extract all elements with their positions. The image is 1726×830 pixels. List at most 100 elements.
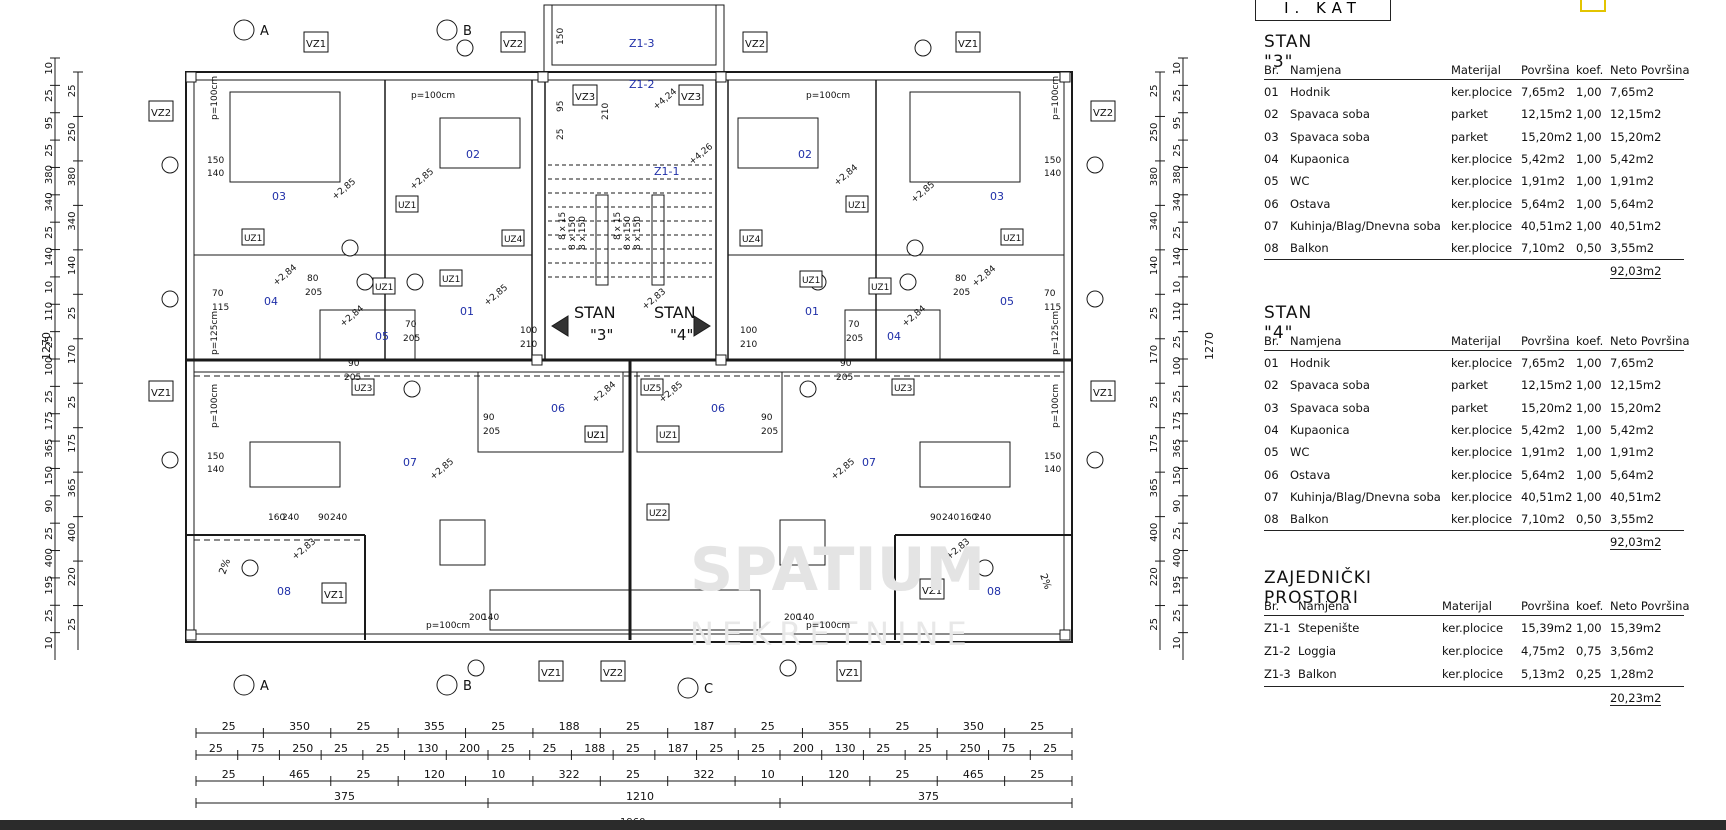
- sill-height: p=100cm: [210, 76, 220, 120]
- elevation-mark: +2,84: [339, 304, 367, 330]
- dim-value: 250: [292, 742, 313, 755]
- apartment-label: STAN: [654, 303, 696, 322]
- column-post: [185, 71, 197, 83]
- grid-bubble: [1086, 156, 1104, 174]
- table-cell: 05: [1264, 445, 1279, 460]
- table-header-cell: Namjena: [1290, 63, 1342, 77]
- dim-value: 25: [1030, 720, 1044, 733]
- table-cell: Kupaonica: [1290, 422, 1350, 437]
- sill-height: p=125cm: [1051, 311, 1061, 355]
- left-dim: 150: [44, 466, 55, 485]
- table-cell: 5,42m2: [1610, 422, 1655, 437]
- table-cell: 04: [1264, 422, 1279, 437]
- table-cell: ker.plocice: [1451, 489, 1513, 504]
- table-cell: Hodnik: [1290, 356, 1331, 370]
- door-tag: UZ1: [587, 431, 605, 441]
- dim-value: 10: [491, 768, 505, 781]
- right-dim: 25: [1172, 226, 1183, 239]
- table-cell: 5,64m2: [1521, 467, 1566, 482]
- right-dim: 170: [1149, 345, 1160, 364]
- right-dim: 380: [1172, 165, 1183, 184]
- stair-label: 8 x 150: [578, 216, 588, 250]
- grid-bubble: [799, 380, 817, 398]
- elevation-mark: +2,85: [429, 457, 457, 482]
- table-cell: Kupaonica: [1290, 151, 1350, 166]
- dim-value: 130: [417, 742, 438, 755]
- door-tag: UZ1: [398, 201, 416, 211]
- left-dim: 140: [44, 247, 55, 266]
- door-tag: UZ4: [742, 235, 761, 245]
- door-tag: UZ1: [1003, 234, 1021, 244]
- dim-value: 375: [918, 790, 939, 803]
- left-dim: 170: [67, 345, 78, 364]
- room-number: 02: [798, 148, 812, 161]
- opening-dim: 210: [740, 340, 757, 350]
- table-header-cell: Materijal: [1451, 63, 1501, 77]
- opening-dim: 210: [520, 340, 537, 350]
- table-cell: 15,39m2: [1521, 621, 1573, 635]
- right-dim: 195: [1172, 575, 1183, 594]
- table-header-cell: Br.: [1264, 63, 1280, 77]
- left-dim: 25: [44, 336, 55, 349]
- right-dim: 250: [1149, 123, 1160, 142]
- table-cell: parket: [1451, 378, 1488, 393]
- table-cell: Ostava: [1290, 467, 1331, 482]
- left-dim: 365: [44, 439, 55, 458]
- grid-bubble: [241, 559, 259, 577]
- table-cell: Z1-1: [1264, 621, 1291, 635]
- table-cell: ker.plocice: [1451, 85, 1513, 99]
- opening-dim: 240: [330, 513, 347, 523]
- table-cell: Z1-2: [1264, 644, 1291, 658]
- top-dim: 95: [556, 101, 566, 112]
- grid-bubble: [779, 659, 797, 677]
- window-tag: VZ3: [681, 92, 701, 103]
- corner-marker-icon: [1580, 0, 1606, 12]
- left-dim: 365: [67, 478, 78, 497]
- room-number: 02: [466, 148, 480, 161]
- table-cell: parket: [1451, 400, 1488, 415]
- opening-dim: 80: [307, 274, 319, 284]
- table-cell: 1,00: [1576, 151, 1602, 166]
- table-header-cell: Namjena: [1290, 334, 1342, 348]
- table-header-cell: Neto Površina: [1610, 599, 1690, 613]
- grid-bubble: [1086, 290, 1104, 308]
- right-dim: 175: [1149, 434, 1160, 453]
- table-cell: Balkon: [1298, 667, 1337, 681]
- right-dim: 25: [1172, 527, 1183, 540]
- dim-value: 25: [543, 742, 557, 755]
- elevation-mark: +4,24: [652, 87, 680, 113]
- door-tag-box: [1000, 228, 1024, 246]
- opening-dim: 160: [960, 513, 977, 523]
- table-cell: WC: [1290, 174, 1310, 189]
- table-header-cell: Površina: [1521, 599, 1570, 613]
- window-tag: VZ1: [306, 39, 326, 50]
- table-total: 20,23m2: [1610, 691, 1662, 706]
- right-dim: 100: [1172, 357, 1183, 376]
- table-cell: ker.plocice: [1442, 667, 1504, 681]
- table-cell: 1,00: [1576, 400, 1602, 415]
- dining-table: [919, 441, 1011, 488]
- door-tag: UZ1: [871, 283, 889, 293]
- window-tag-box: [955, 31, 981, 53]
- sill-height: p=100cm: [806, 621, 850, 631]
- grid-bubble: [899, 273, 917, 291]
- right-dim: 110: [1172, 302, 1183, 321]
- window-tag: VZ1: [541, 668, 561, 679]
- room-number: 08: [987, 585, 1001, 598]
- floor-label: I. KAT: [1284, 0, 1362, 17]
- dim-value: 25: [376, 742, 390, 755]
- column-post: [715, 354, 727, 366]
- table-cell: 15,20m2: [1610, 129, 1662, 144]
- bed: [229, 91, 341, 183]
- dim-value: 200: [459, 742, 480, 755]
- top-dim: 210: [601, 103, 611, 120]
- grid-bubble: [161, 290, 179, 308]
- floor-label-box: I. KAT: [1255, 0, 1391, 21]
- table-cell: 0,75: [1576, 644, 1602, 658]
- grid-bubble: [976, 559, 994, 577]
